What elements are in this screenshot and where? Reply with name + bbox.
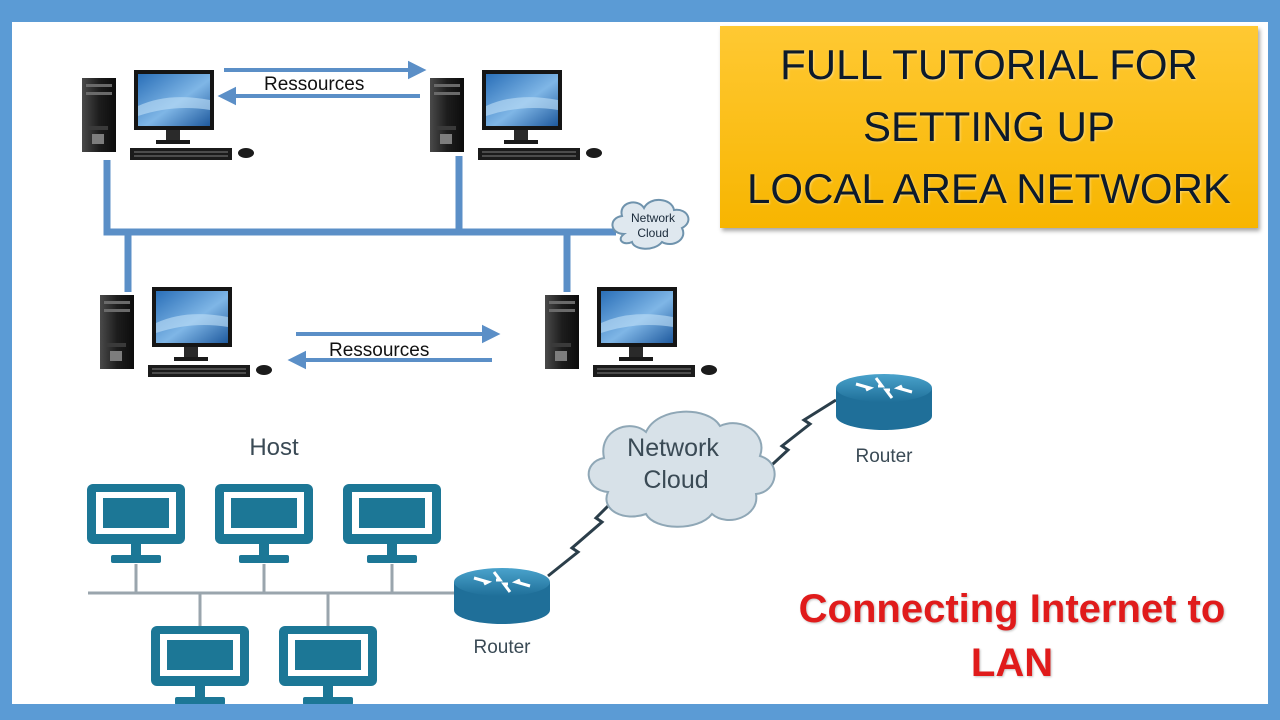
bottom-left-pc-icon: [100, 287, 272, 377]
caption: Connecting Internet to LAN: [742, 582, 1268, 690]
top-lan-diagram: Ressources Ressources Network Cloud: [82, 60, 717, 377]
cloud-label-2: Cloud: [643, 466, 708, 494]
host-computer-icon: [215, 484, 313, 563]
small-cloud-label-2: Cloud: [637, 226, 668, 240]
host-computer-icon: [343, 484, 441, 563]
host-lan-lines: [88, 564, 458, 627]
resources-label-top: Ressources: [264, 74, 364, 95]
network-cloud-icon: Network Cloud: [587, 410, 776, 528]
title-banner: FULL TUTORIAL FOR SETTING UP LOCAL AREA …: [720, 26, 1258, 228]
caption-line-1: Connecting Internet to: [798, 587, 1226, 631]
bottom-right-pc-icon: [545, 287, 717, 377]
router-left-icon: [452, 566, 552, 626]
top-left-pc-icon: [82, 70, 254, 160]
resources-label-bottom: Ressources: [329, 340, 429, 361]
wireless-link-icons: [547, 398, 837, 578]
bottom-internet-diagram: Host Router: [87, 372, 934, 704]
slide-canvas: Ressources Ressources Network Cloud Host: [12, 22, 1268, 704]
router-right-label: Router: [855, 446, 913, 467]
lan-bus: [103, 156, 616, 292]
title-line-2: SETTING UP: [862, 103, 1116, 150]
router-right-icon: [834, 372, 934, 432]
router-left-label: Router: [473, 637, 531, 658]
resources-arrows-bottom: [287, 324, 501, 370]
top-right-pc-icon: [430, 70, 602, 160]
title-line-3: LOCAL AREA NETWORK: [747, 165, 1231, 212]
cloud-label-1: Network: [627, 434, 719, 462]
host-computer-icon: [151, 626, 249, 704]
resources-arrows-top: [217, 60, 427, 106]
host-computer-icon: [87, 484, 185, 563]
title-line-1: FULL TUTORIAL FOR: [780, 41, 1198, 88]
network-diagram: Ressources Ressources Network Cloud Host: [82, 60, 934, 704]
caption-line-2: LAN: [970, 641, 1054, 685]
small-network-cloud-icon: Network Cloud: [611, 199, 690, 250]
host-label: Host: [249, 434, 299, 461]
host-computer-icon: [279, 626, 377, 704]
small-cloud-label-1: Network: [631, 211, 676, 225]
